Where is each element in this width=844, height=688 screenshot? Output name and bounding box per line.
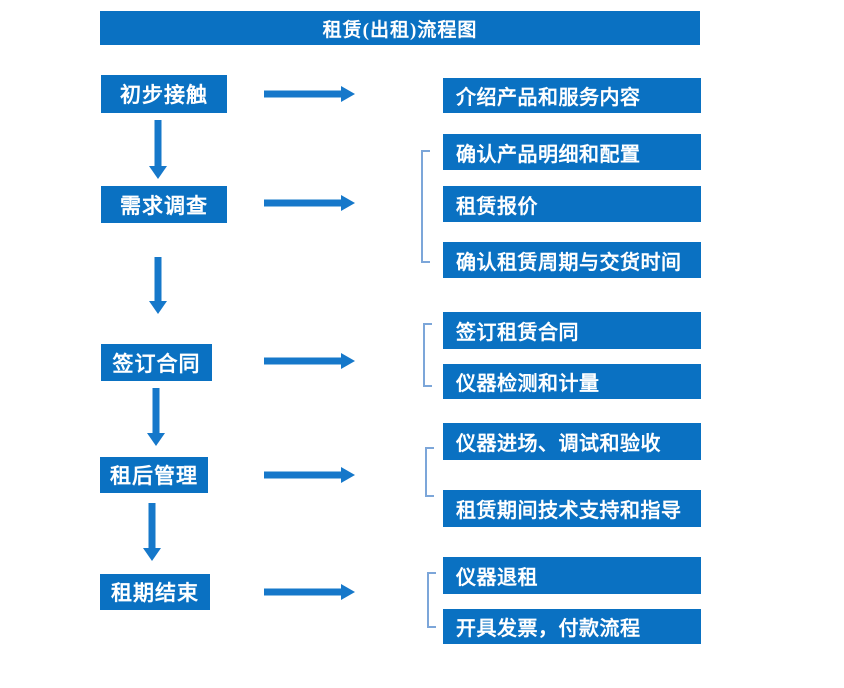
arrow-shaft	[264, 199, 342, 207]
bracket-icon-rental-end	[427, 572, 436, 628]
arrow-head	[341, 86, 355, 102]
step-box-post-rental-management: 租后管理	[100, 457, 208, 493]
arrow-head	[341, 195, 355, 211]
arrow-shaft	[148, 503, 156, 549]
arrow-shaft	[264, 471, 342, 479]
output-box-confirm-product-details: 确认产品明细和配置	[443, 134, 701, 170]
arrow-head	[149, 166, 167, 179]
arrow-head	[143, 548, 161, 561]
arrow-head	[147, 433, 165, 446]
arrow-head	[149, 301, 167, 314]
output-box-instrument-setup-acceptance: 仪器进场、调试和验收	[443, 423, 701, 460]
arrow-shaft	[154, 120, 162, 167]
arrow-right-icon-5	[264, 584, 355, 600]
bracket-icon-post-rental	[425, 447, 434, 497]
page-title: 租赁(出租)流程图	[322, 19, 478, 41]
arrow-right-icon-1	[264, 86, 355, 102]
arrow-down-icon-4	[143, 503, 161, 561]
output-box-introduce-services: 介绍产品和服务内容	[443, 78, 701, 113]
arrow-shaft	[152, 388, 160, 434]
step-box-sign-contract: 签订合同	[101, 344, 212, 381]
arrow-head	[341, 467, 355, 483]
output-box-invoice-payment: 开具发票，付款流程	[443, 609, 701, 644]
output-box-sign-rental-contract: 签订租赁合同	[443, 312, 701, 349]
arrow-right-icon-4	[264, 467, 355, 483]
output-box-instrument-testing: 仪器检测和计量	[443, 364, 701, 399]
output-box-tech-support: 租赁期间技术支持和指导	[443, 490, 701, 527]
output-box-confirm-period-delivery: 确认租赁周期与交货时间	[443, 242, 701, 278]
step-box-initial-contact: 初步接触	[101, 75, 227, 113]
step-box-demand-survey: 需求调查	[101, 186, 227, 223]
arrow-head	[341, 584, 355, 600]
arrow-head	[341, 353, 355, 369]
arrow-shaft	[264, 90, 342, 98]
arrow-down-icon-1	[149, 120, 167, 179]
arrow-down-icon-2	[149, 257, 167, 314]
output-box-rental-quote: 租赁报价	[443, 186, 701, 222]
arrow-shaft	[264, 357, 342, 365]
arrow-shaft	[154, 257, 162, 302]
bracket-icon-demand-survey	[421, 150, 430, 263]
arrow-right-icon-3	[264, 353, 355, 369]
step-box-rental-end: 租期结束	[100, 574, 210, 610]
flowchart-title-banner: 租赁(出租)流程图	[100, 11, 700, 45]
arrow-shaft	[264, 588, 342, 596]
arrow-down-icon-3	[147, 388, 165, 446]
arrow-right-icon-2	[264, 195, 355, 211]
bracket-icon-sign-contract	[423, 323, 432, 387]
output-box-instrument-return: 仪器退租	[443, 557, 701, 594]
